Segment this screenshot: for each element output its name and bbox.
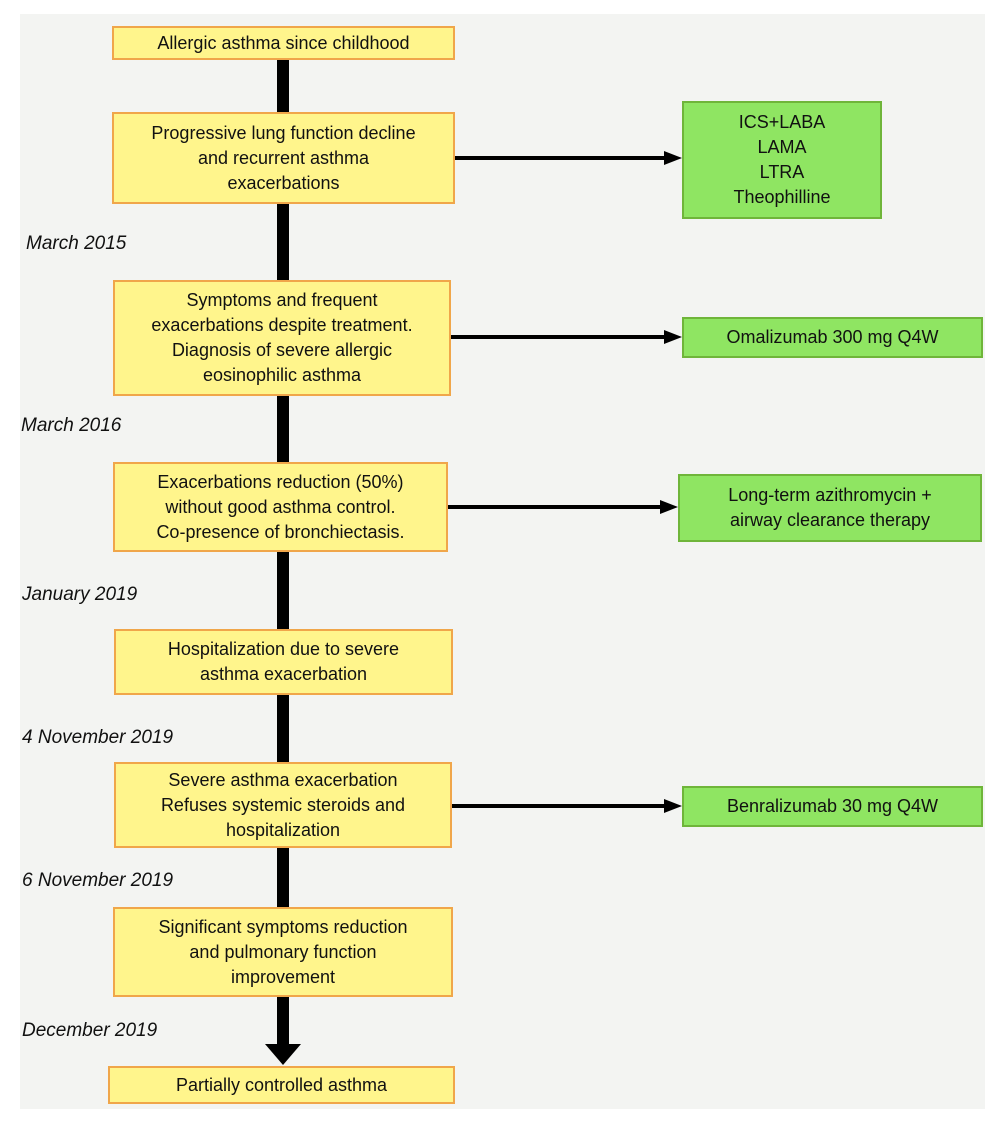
- timeline-connector: [277, 60, 289, 112]
- event-line: improvement: [230, 966, 336, 987]
- treatment-label: Benralizumab 30 mg Q4W: [726, 796, 939, 816]
- treatment-line: Long-term azithromycin +: [728, 485, 932, 505]
- arrow-to-treatment-3: [448, 500, 678, 514]
- event-line: Co-presence of bronchiectasis.: [156, 521, 405, 542]
- event-hospitalization: Hospitalization due to severe asthma exa…: [114, 629, 453, 695]
- treatment-omalizumab: Omalizumab 300 mg Q4W: [682, 317, 983, 358]
- arrow-head-final: [265, 1044, 301, 1065]
- event-line: Significant symptoms reduction: [158, 916, 408, 937]
- event-severe-diagnosis: Symptoms and frequent exacerbations desp…: [113, 280, 451, 396]
- treatment-benralizumab: Benralizumab 30 mg Q4W: [682, 786, 983, 827]
- event-line: without good asthma control.: [165, 496, 396, 517]
- treatment-line: airway clearance therapy: [729, 510, 931, 530]
- event-line: and recurrent asthma: [197, 147, 370, 168]
- event-partially-controlled: Partially controlled asthma: [108, 1066, 455, 1104]
- event-line: asthma exacerbation: [199, 664, 368, 684]
- treatment-maintenance-therapy: ICS+LABA LAMA LTRA Theophilline: [682, 101, 882, 219]
- event-line: Exacerbations reduction (50%): [157, 471, 404, 492]
- event-line: Diagnosis of severe allergic: [171, 340, 393, 360]
- event-label: Allergic asthma since childhood: [157, 32, 410, 53]
- event-line: and pulmonary function: [189, 941, 377, 962]
- arrow-to-treatment-1: [454, 151, 682, 165]
- treatment-line: Theophilline: [733, 187, 831, 207]
- event-lung-decline: Progressive lung function decline and re…: [112, 112, 455, 204]
- timeline-connector: [277, 552, 289, 629]
- event-line: exacerbations: [227, 172, 340, 193]
- event-line: Refuses systemic steroids and: [160, 794, 406, 815]
- event-line: Symptoms and frequent: [186, 290, 378, 310]
- date-label: March 2015: [26, 233, 127, 254]
- event-line: eosinophilic asthma: [202, 365, 362, 385]
- timeline-connector: [277, 695, 289, 762]
- timeline-connector: [277, 396, 289, 462]
- event-exacerbations-reduction: Exacerbations reduction (50%) without go…: [113, 462, 448, 552]
- event-line: Hospitalization due to severe: [167, 639, 400, 659]
- event-line: Progressive lung function decline: [151, 122, 416, 143]
- date-label: January 2019: [22, 584, 138, 605]
- timeline-connector: [277, 997, 289, 1047]
- treatment-line: LTRA: [759, 162, 805, 182]
- event-line: Severe asthma exacerbation: [168, 769, 398, 790]
- date-label: March 2016: [21, 415, 122, 436]
- timeline-connector: [277, 204, 289, 280]
- treatment-label: Omalizumab 300 mg Q4W: [726, 327, 939, 347]
- arrow-to-treatment-4: [452, 799, 682, 813]
- timeline-connector: [277, 848, 289, 907]
- event-label: Partially controlled asthma: [175, 1074, 388, 1095]
- event-symptoms-reduction: Significant symptoms reduction and pulmo…: [113, 907, 453, 997]
- treatment-azithromycin: Long-term azithromycin + airway clearanc…: [678, 474, 982, 542]
- date-label: 4 November 2019: [22, 727, 174, 748]
- treatment-line: ICS+LABA: [738, 112, 826, 132]
- event-line: hospitalization: [225, 819, 341, 840]
- date-label: December 2019: [22, 1020, 158, 1041]
- date-label: 6 November 2019: [22, 870, 174, 891]
- arrow-to-treatment-2: [450, 330, 682, 344]
- event-line: exacerbations despite treatment.: [151, 315, 413, 335]
- event-severe-exacerbation: Severe asthma exacerbation Refuses syste…: [114, 762, 452, 848]
- event-childhood-asthma: Allergic asthma since childhood: [112, 26, 455, 60]
- treatment-line: LAMA: [757, 137, 807, 157]
